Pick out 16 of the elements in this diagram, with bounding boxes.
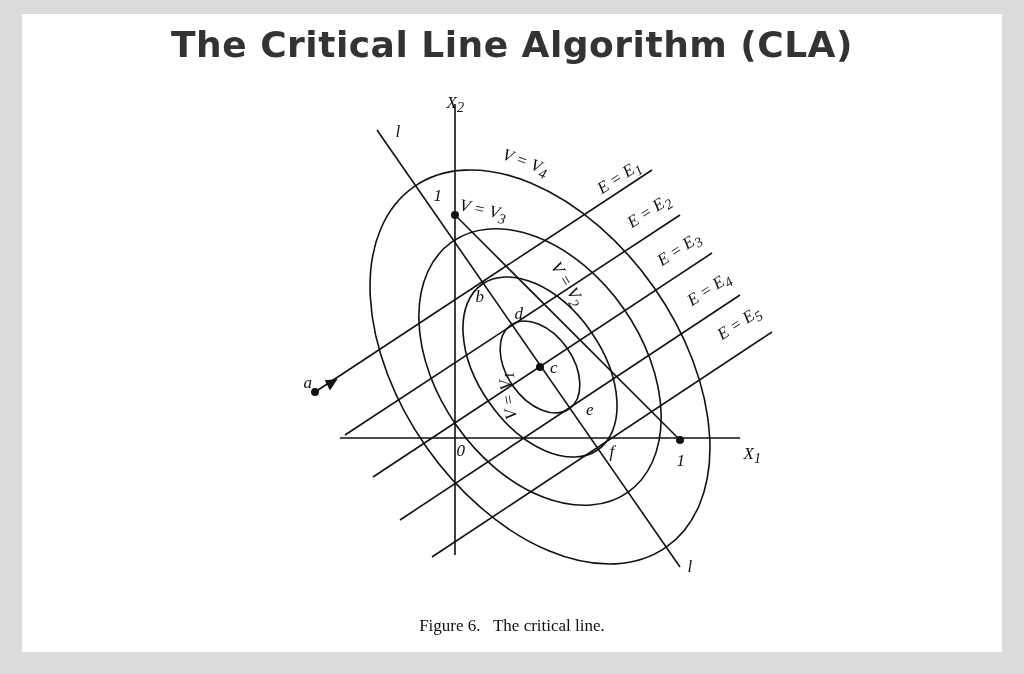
axis-label: X$_{2}$ [446, 92, 464, 116]
tick-label: 1 [433, 186, 442, 206]
point-label: a [303, 373, 312, 393]
line-label: l [687, 557, 693, 577]
point-label: f [609, 442, 615, 462]
tick-label: 1 [676, 451, 685, 471]
point-label: d [514, 304, 523, 324]
title: The Critical Line Algorithm (CLA) [170, 24, 854, 65]
point-label: b [475, 287, 484, 307]
caption: Figure 6. The critical line. [418, 616, 606, 636]
point-label: e [586, 400, 594, 420]
line-label: l [395, 122, 401, 142]
tick-label: 0 [456, 441, 465, 461]
axis-label: X$_{1}$ [743, 443, 761, 467]
curve-label: V = V$_{3}$ [457, 194, 509, 228]
point-label: c [550, 358, 558, 378]
